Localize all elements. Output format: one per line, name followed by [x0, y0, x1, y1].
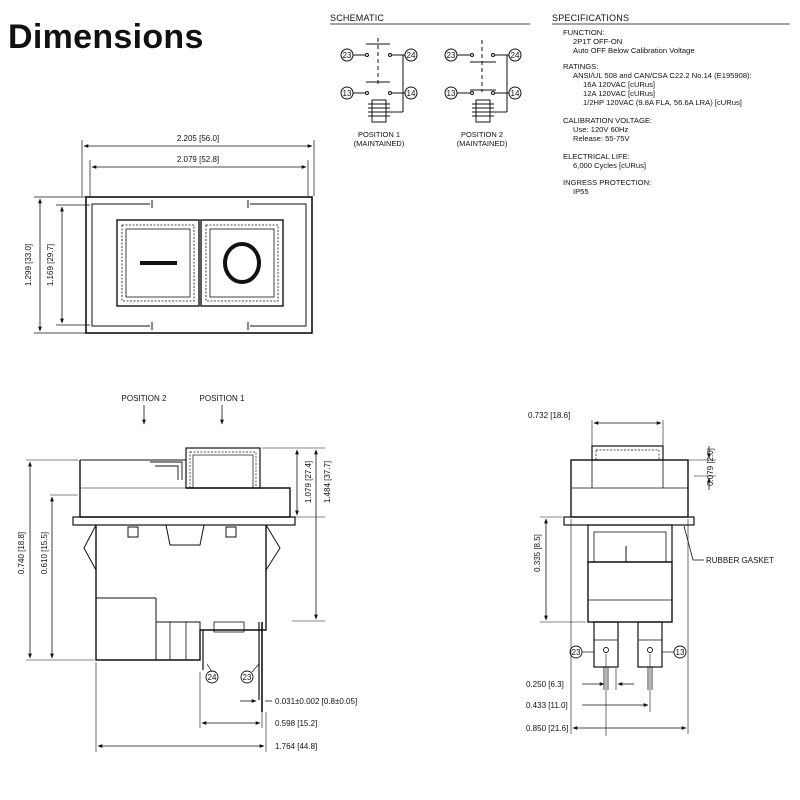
spec-calibration-label: CALIBRATION VOLTAGE: — [563, 116, 653, 125]
schematic-header: SCHEMATIC — [330, 13, 385, 23]
spec-ratings-line: 12A 120VAC [cURus] — [583, 89, 656, 98]
end-dim-0335: 0.335 [8.5] — [533, 534, 542, 572]
terminal-13-label: 13 — [343, 89, 352, 98]
end-dim-width: 0.732 [18.6] — [528, 411, 570, 420]
terminal-13-label: 13 — [447, 89, 456, 98]
end-flange — [563, 516, 695, 526]
end-dim-0250: 0.250 [6.3] — [526, 680, 564, 689]
end-dim-0850: 0.850 [21.6] — [526, 724, 568, 733]
rocker-cap — [185, 447, 261, 489]
dim-terminal-thickness: 0.031±0.002 [0.8±0.05] — [275, 697, 357, 706]
spec-function-line: 2P1T OFF-ON — [573, 37, 623, 46]
schematic-position-1: 23 24 13 14 — [340, 38, 418, 123]
side-terminal-23-label: 23 — [243, 673, 252, 682]
on-button-outline — [200, 219, 284, 307]
side-position2-label: POSITION 2 — [122, 394, 167, 403]
side-flange — [72, 516, 296, 526]
dim-0598: 0.598 [15.2] — [275, 719, 317, 728]
end-dim-0433: 0.433 [11.0] — [526, 701, 568, 710]
page-title: Dimensions — [8, 18, 204, 56]
position1-label: POSITION 1 — [358, 130, 400, 139]
side-view — [26, 405, 325, 752]
spec-ratings-line: 16A 120VAC [cURus] — [583, 80, 656, 89]
terminal-23-label: 23 — [343, 51, 352, 60]
top-view — [34, 140, 315, 334]
spec-life-label: ELECTRICAL LIFE: — [563, 152, 630, 161]
side-position1-label: POSITION 1 — [200, 394, 245, 403]
spec-calibration-line: Release: 55-75V — [573, 134, 630, 143]
dim-overall-height: 1.299 [33.0] — [24, 244, 33, 286]
schematic-position-2: 23 24 13 14 — [444, 40, 522, 123]
dim-inner-width: 2.079 [52.8] — [177, 155, 219, 164]
spec-function-label: FUNCTION: — [563, 28, 605, 37]
on-symbol — [223, 242, 261, 284]
specifications-header: SPECIFICATIONS — [552, 13, 630, 23]
spec-ratings-line: ANSI/UL 508 and CAN/CSA C22.2 No.14 (E19… — [573, 71, 752, 80]
terminal-14-label: 14 — [407, 89, 416, 98]
dim-inner-height: 1.169 [29.7] — [46, 244, 55, 286]
terminal-24-marker — [205, 670, 219, 684]
dim-height-total: 1.484 [37.7] — [323, 461, 332, 503]
end-terminal-13-label: 13 — [676, 648, 685, 657]
end-housing — [570, 459, 689, 518]
end-view — [540, 420, 716, 736]
dim-height-upper: 1.079 [27.4] — [304, 461, 313, 503]
dim-overall-width: 2.205 [56.0] — [177, 134, 219, 143]
end-dim-lip: 0.079 [2.0] — [706, 448, 715, 486]
spec-function-line: Auto OFF Below Calibration Voltage — [573, 46, 695, 55]
terminal-23-marker — [240, 670, 254, 684]
position2-label: POSITION 2 — [461, 130, 503, 139]
dim-height-0740: 0.740 [18.8] — [17, 532, 26, 574]
side-terminal-24-label: 24 — [208, 673, 217, 682]
spec-ingress-label: INGRESS PROTECTION: — [563, 178, 652, 187]
rubber-gasket — [587, 524, 673, 563]
spec-calibration-line: Use: 120V 60Hz — [573, 125, 629, 134]
terminal-24-label: 24 — [511, 51, 520, 60]
switch-body-outline — [85, 196, 313, 334]
spec-ratings-label: RATINGS: — [563, 62, 599, 71]
dim-1764: 1.764 [44.8] — [275, 742, 317, 751]
spec-ratings-line: 1/2HP 120VAC (9.8A FLA, 56.6A LRA) [cURu… — [583, 98, 742, 107]
terminal-14-label: 14 — [511, 89, 520, 98]
position1-maintained: (MAINTAINED) — [354, 139, 405, 148]
gasket-label: RUBBER GASKET — [706, 556, 774, 565]
spec-life-line: 6,000 Cycles [cURus] — [573, 161, 647, 170]
position2-maintained: (MAINTAINED) — [457, 139, 508, 148]
terminal-23-label: 23 — [447, 51, 456, 60]
off-button-outline — [116, 219, 200, 307]
dim-height-0610: 0.610 [15.5] — [40, 532, 49, 574]
spec-ingress-line: IP55 — [573, 187, 589, 196]
terminal-24-label: 24 — [407, 51, 416, 60]
end-terminal-23-label: 23 — [572, 648, 581, 657]
